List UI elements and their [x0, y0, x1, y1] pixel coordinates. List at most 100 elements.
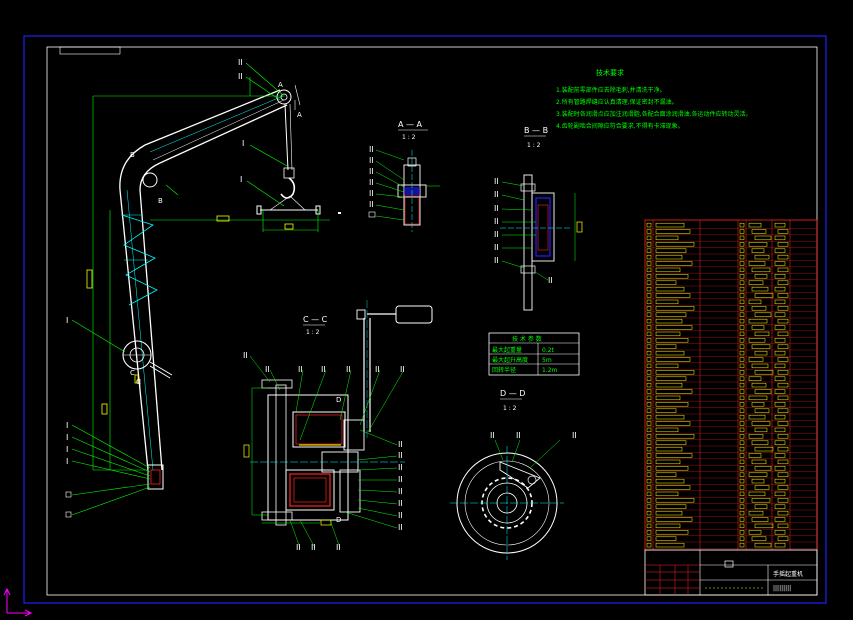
parts-list-cell [754, 254, 770, 260]
parts-list-cell [655, 299, 679, 305]
svg-text:II: II [369, 178, 374, 187]
parts-list-cell [748, 491, 766, 497]
parts-list-cell [754, 293, 774, 298]
parts-list-cell [655, 325, 693, 330]
parts-list-cell [739, 267, 745, 273]
parts-list-cell [774, 338, 786, 343]
parts-list-cell [646, 267, 652, 273]
parts-list-cell [777, 306, 789, 311]
parts-list-cell [774, 363, 786, 369]
marker-c2: C [136, 378, 141, 386]
svg-text:II: II [400, 365, 405, 374]
parts-list-cell [655, 523, 681, 529]
svg-text:II: II [238, 72, 243, 81]
parts-list-cell [777, 331, 789, 337]
section-aa-view: II II II II II II [368, 145, 440, 232]
parts-list-cell [777, 254, 789, 260]
parts-list-cell [774, 414, 786, 420]
parts-list-cell [777, 318, 789, 324]
parts-list-cell [655, 542, 685, 548]
parts-list-cell [739, 408, 745, 413]
parts-list-cell [655, 267, 681, 273]
parts-list-cell [646, 382, 652, 388]
parts-list-cell [748, 453, 762, 458]
parts-list-cell [748, 318, 768, 324]
parts-list-cell [751, 248, 765, 253]
parts-list-cell [739, 459, 745, 465]
parts-list-cell [655, 510, 683, 516]
parts-list-cell [774, 542, 786, 548]
parts-list-cell [739, 331, 745, 337]
parts-list-cell [739, 344, 745, 349]
parts-list-cell [655, 453, 693, 458]
params-table: 技 术 参 数 最大起重量 0.2t 最大起升高度 5m 回转半径 1.2m [488, 332, 580, 376]
parts-list-cell [751, 498, 771, 503]
param-value-1: 0.2t [542, 347, 555, 354]
parts-list-cell [646, 536, 652, 541]
svg-text:I: I [242, 139, 244, 148]
parts-list-cell [751, 267, 771, 273]
notes-title: 技术要求 [596, 68, 624, 77]
parts-list-cell [646, 242, 652, 247]
parts-list-cell [646, 306, 652, 311]
svg-text:II: II [516, 431, 521, 440]
parts-list-cell [754, 331, 770, 337]
parts-list-cell [739, 504, 745, 509]
parts-list-cell [655, 242, 695, 247]
parts-list-cell [774, 299, 786, 305]
parts-list-cell [739, 274, 745, 279]
parts-list-cell [748, 510, 764, 516]
svg-text:II: II [346, 365, 351, 374]
parts-list-cell [754, 504, 768, 509]
parts-list-cell [754, 370, 774, 375]
section-cc-label: C — C [303, 315, 328, 324]
outer-frame [23, 35, 827, 604]
parts-list-cell [646, 325, 652, 330]
parts-list-cell [748, 338, 766, 343]
parts-list-cell [655, 350, 685, 356]
parts-list-cell [655, 306, 695, 311]
parts-list-cell [774, 453, 786, 458]
svg-text:I: I [240, 175, 242, 184]
parts-list-cell [655, 229, 691, 234]
parts-list-cell [646, 344, 652, 349]
parts-list-cell [748, 299, 762, 305]
parts-list-cell [739, 312, 745, 317]
parts-list-cell [739, 261, 745, 266]
parts-list-cell [748, 472, 768, 477]
parts-list-cell [739, 280, 745, 285]
parts-list-cell [646, 466, 652, 471]
parts-list-cell [646, 542, 652, 548]
ucs-axis-icon [3, 587, 33, 617]
parts-list-cell [777, 485, 789, 490]
svg-text:I: I [66, 445, 68, 454]
parts-list-cell [748, 414, 766, 420]
svg-text:II: II [572, 431, 577, 440]
svg-text:II: II [398, 451, 403, 460]
svg-text:II: II [369, 167, 374, 176]
parts-list-cell [739, 235, 745, 241]
parts-list-cell [739, 306, 745, 311]
parts-list-cell [739, 446, 745, 452]
parts-list-cell [777, 472, 789, 477]
marker-b2: B [158, 197, 163, 205]
note-line-1: 1.装配前零部件应去除毛刺,并清洗干净。 [556, 86, 666, 94]
svg-text:II: II [369, 200, 374, 209]
parts-list-cell [739, 299, 745, 305]
parts-list-cell [751, 344, 771, 349]
parts-list-cell [774, 517, 786, 522]
params-title: 技 术 参 数 [512, 335, 542, 343]
parts-list-cell [739, 472, 745, 477]
parts-list-cell [777, 523, 789, 529]
parts-list-cell [777, 370, 789, 375]
svg-text:II: II [265, 365, 270, 374]
svg-text:II: II [369, 145, 374, 154]
parts-list-cell [774, 312, 786, 317]
parts-list-cell [754, 542, 772, 548]
parts-list-cell [739, 350, 745, 356]
parts-list-cell [655, 434, 695, 439]
parts-list-cell [646, 446, 652, 452]
parts-list-cell [748, 434, 764, 439]
parts-list-cell [655, 286, 685, 292]
